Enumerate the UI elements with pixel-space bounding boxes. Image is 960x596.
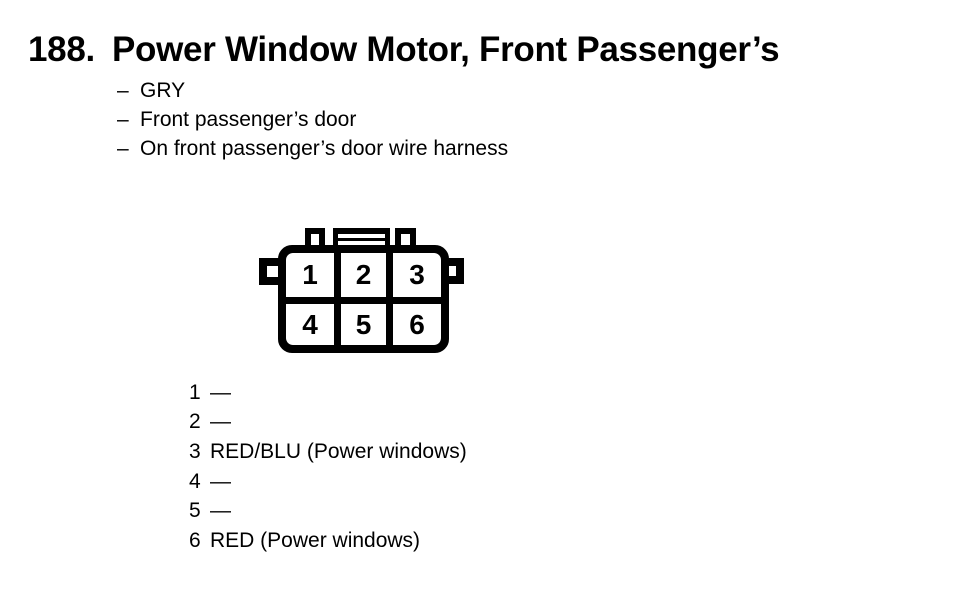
note-item: – Front passenger’s door [117,106,508,135]
left-mounting-ear [259,258,286,285]
page-title: Power Window Motor, Front Passenger’s [112,30,780,69]
note-item: – GRY [117,77,508,106]
pin-cavity-2: 2 [341,253,386,297]
pinout-row: 5 — [189,496,467,526]
pin-number: 1 [189,380,201,404]
latch-ridge [338,241,385,245]
pin-number: 3 [189,439,201,463]
pinout-row: 1 — [189,378,467,408]
top-tab-right [395,228,416,254]
pin-cavity-6: 6 [393,304,441,345]
pinout-row: 3 RED/BLU (Power windows) [189,437,467,467]
note-dash: – [117,136,129,160]
pin-cavity-4: 4 [286,304,334,345]
pin-wire: — [210,410,231,434]
latch-ridge [338,234,385,238]
connector-body: 1 2 3 4 5 6 [278,245,449,353]
note-item: – On front passenger’s door wire harness [117,134,508,163]
note-dash: – [117,79,129,103]
pin-number: 6 [189,528,201,552]
pin-number: 4 [189,469,201,493]
pin-wire: RED (Power windows) [210,528,421,552]
pinout-row: 2 — [189,408,467,438]
pinout-row: 4 — [189,467,467,497]
pinout-row: 6 RED (Power windows) [189,526,467,556]
pin-grid: 1 2 3 4 5 6 [286,253,441,345]
top-latch-tab [333,228,390,254]
note-list: – GRY – Front passenger’s door – On fron… [117,77,508,163]
note-text: On front passenger’s door wire harness [140,136,509,160]
top-tab-left [305,228,325,254]
right-mounting-ear [437,258,464,284]
note-text: GRY [140,79,186,103]
pin-number: 2 [189,410,201,434]
pin-wire: — [210,499,231,523]
pinout-list: 1 — 2 — 3 RED/BLU (Power windows) 4 — 5 … [189,378,467,556]
note-dash: – [117,108,129,132]
item-number: 188. [28,30,95,69]
pin-number: 5 [189,499,201,523]
pin-wire: RED/BLU (Power windows) [210,439,467,463]
note-text: Front passenger’s door [140,108,357,132]
pin-wire: — [210,380,231,404]
pin-cavity-1: 1 [286,253,334,297]
page-title-row: 188. Power Window Motor, Front Passenger… [28,30,780,70]
pin-cavity-3: 3 [393,253,441,297]
pin-wire: — [210,469,231,493]
pin-cavity-5: 5 [341,304,386,345]
